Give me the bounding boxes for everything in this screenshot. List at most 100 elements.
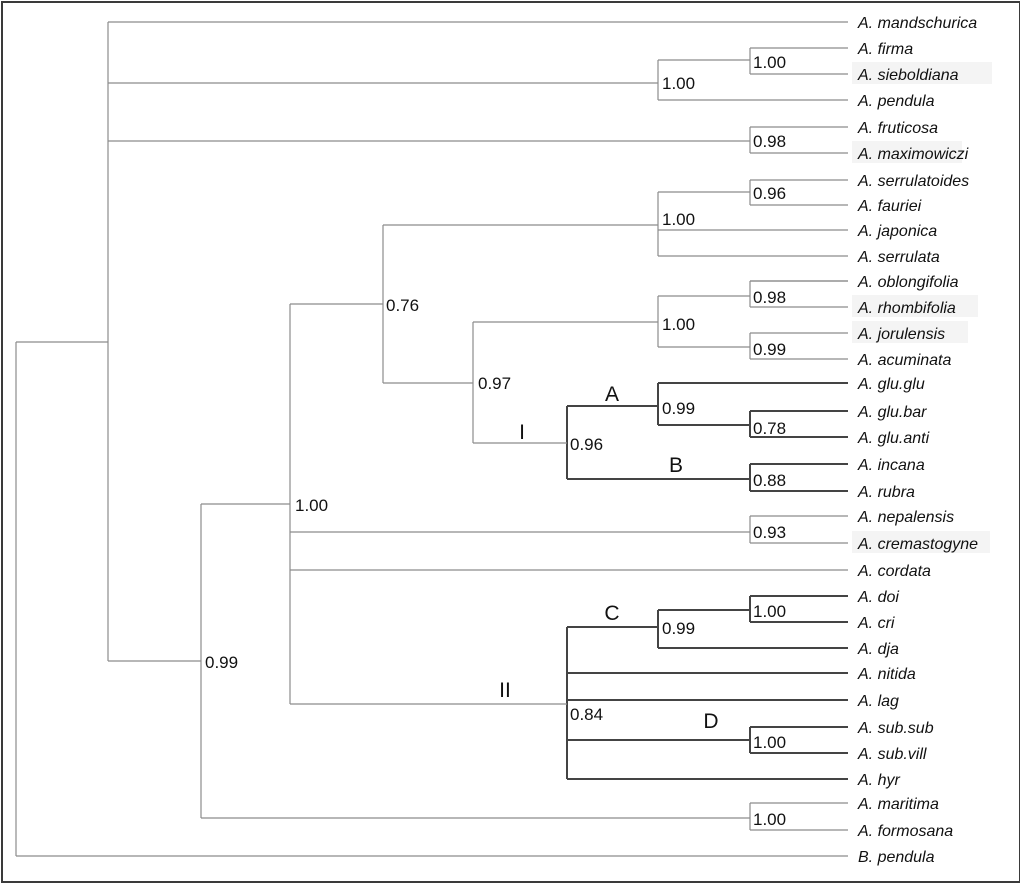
taxon-genus: A. xyxy=(857,198,878,215)
taxon-genus: A. xyxy=(857,563,878,580)
taxon-species: cordata xyxy=(878,563,931,580)
taxon-label: A. nitida xyxy=(857,666,916,683)
taxon-genus: A. xyxy=(857,41,878,58)
taxon-label: A. nepalensis xyxy=(857,509,954,526)
taxon-label: A. lag xyxy=(857,693,899,710)
taxon-label: A. dja xyxy=(857,641,899,658)
taxon-genus: A. xyxy=(857,67,878,84)
label-bg xyxy=(852,141,962,163)
label-bg xyxy=(852,531,990,553)
taxon-genus: A. xyxy=(857,746,878,763)
taxon-species: doi xyxy=(878,589,900,606)
taxon-label: A. cordata xyxy=(857,563,931,580)
support-value: 0.96 xyxy=(753,184,786,203)
taxon-genus: A. xyxy=(857,796,878,813)
taxon-species: pendula xyxy=(877,93,935,110)
taxon-species: rhombifolia xyxy=(878,300,956,317)
taxon-genus: A. xyxy=(857,404,878,421)
taxon-genus: A. xyxy=(857,274,878,291)
taxon-species: firma xyxy=(878,41,914,58)
taxon-genus: A. xyxy=(857,430,878,447)
support-value: 0.78 xyxy=(753,419,786,438)
taxon-label: B. pendula xyxy=(858,849,935,866)
taxon-genus: A. xyxy=(857,589,878,606)
taxon-label: A. firma xyxy=(857,41,913,58)
taxon-genus: A. xyxy=(857,823,878,840)
taxon-genus: A. xyxy=(857,772,878,789)
taxon-genus: A. xyxy=(857,720,878,737)
support-value: 0.96 xyxy=(570,435,603,454)
label-bg xyxy=(852,295,978,317)
taxon-species: sub.vill xyxy=(878,746,927,763)
taxon-genus: A. xyxy=(857,120,878,137)
support-value: 0.93 xyxy=(753,523,786,542)
taxon-label: A. serrulata xyxy=(857,249,940,266)
taxon-species: incana xyxy=(878,457,925,474)
taxon-genus: A. xyxy=(857,93,878,110)
support-value: 0.97 xyxy=(478,374,511,393)
taxon-species: japonica xyxy=(876,223,938,240)
taxon-genus: A. xyxy=(857,223,878,240)
support-value: 0.99 xyxy=(662,619,695,638)
taxon-genus: A. xyxy=(857,509,878,526)
taxon-label: A. cri xyxy=(857,615,895,632)
taxon-genus: A. xyxy=(857,326,878,343)
taxon-species: serrulatoides xyxy=(878,173,970,190)
taxon-species: maximowiczi xyxy=(878,146,969,163)
taxon-species: formosana xyxy=(878,823,954,840)
taxon-genus: A. xyxy=(857,249,878,266)
support-value: 0.98 xyxy=(753,288,786,307)
label-bg xyxy=(852,62,992,84)
taxon-species: dja xyxy=(878,641,899,658)
taxon-label: A. pendula xyxy=(857,93,935,110)
support-value: 0.99 xyxy=(205,653,238,672)
taxon-species: sub.sub xyxy=(878,720,934,737)
taxon-genus: A. xyxy=(857,693,878,710)
taxon-label: A. acuminata xyxy=(857,352,951,369)
clade-label: II xyxy=(499,679,511,702)
taxon-genus: A. xyxy=(857,173,878,190)
support-value: 0.99 xyxy=(753,340,786,359)
support-value: 1.00 xyxy=(662,315,695,334)
taxon-species: maritima xyxy=(878,796,939,813)
taxon-label: A. cremastogyne xyxy=(857,536,978,553)
taxon-species: fruticosa xyxy=(878,120,939,137)
taxon-label: A. mandschurica xyxy=(857,15,977,32)
support-value: 0.88 xyxy=(753,471,786,490)
label-backgrounds xyxy=(852,62,992,553)
support-value: 1.00 xyxy=(295,496,328,515)
taxon-genus: A. xyxy=(857,615,878,632)
taxon-species: cremastogyne xyxy=(878,536,979,553)
taxon-species: mandschurica xyxy=(878,15,978,32)
taxon-label: A. sub.sub xyxy=(857,720,934,737)
taxon-label: A. fauriei xyxy=(857,198,922,215)
clade-label: I xyxy=(519,421,525,444)
taxon-label: A. glu.anti xyxy=(857,430,930,447)
support-value: 1.00 xyxy=(753,602,786,621)
support-value: 0.84 xyxy=(570,705,603,724)
taxon-label: A. doi xyxy=(857,589,899,606)
taxon-genus: A. xyxy=(857,457,878,474)
taxon-species: sieboldiana xyxy=(878,67,959,84)
taxon-genus: A. xyxy=(857,484,878,501)
support-value: 0.76 xyxy=(386,296,419,315)
taxon-genus: A. xyxy=(857,641,878,658)
taxon-species: rubra xyxy=(878,484,915,501)
taxon-genus: A. xyxy=(857,352,878,369)
clade-label: B xyxy=(669,454,683,477)
taxon-species: fauriei xyxy=(878,198,922,215)
clade-label: C xyxy=(604,602,619,625)
taxon-label: A. serrulatoides xyxy=(857,173,969,190)
support-value: 0.98 xyxy=(753,132,786,151)
taxon-species: hyr xyxy=(878,772,901,789)
taxon-species: glu.glu xyxy=(878,376,925,393)
taxon-genus: A. xyxy=(857,300,878,317)
taxon-label: A. fruticosa xyxy=(857,120,938,137)
taxon-label: A. incana xyxy=(857,457,925,474)
taxon-species: acuminata xyxy=(878,352,952,369)
taxon-genus: A. xyxy=(857,15,878,32)
taxon-label: A. glu.bar xyxy=(857,404,927,421)
